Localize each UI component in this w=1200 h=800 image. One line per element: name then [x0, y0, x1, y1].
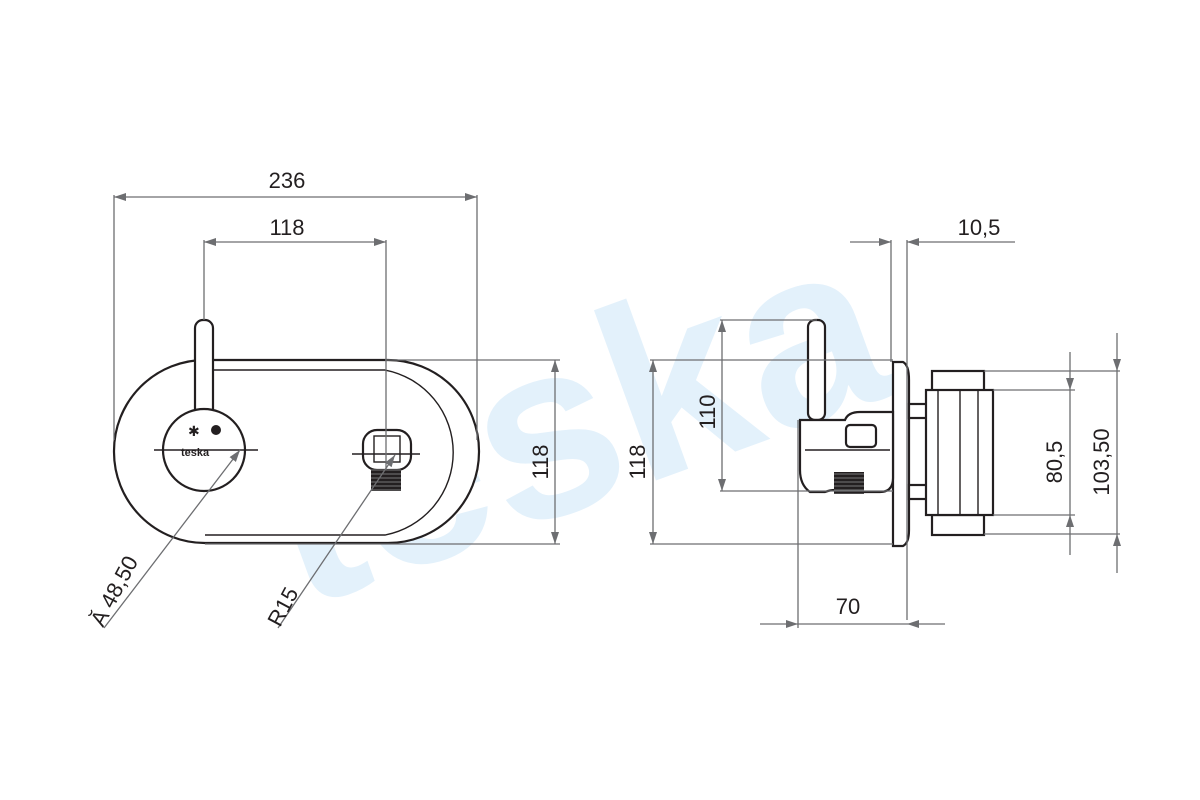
front-plate-logo: teska [181, 447, 210, 459]
dim-overall-width: 236 [269, 168, 306, 193]
side-view: 10,5 118 110 70 80,5 103,50 [625, 215, 1121, 628]
dim-depth: 70 [836, 594, 860, 619]
dim-axis-distance: 118 [269, 215, 304, 240]
front-view: ✱ teska 236 118 118 Ă 48,50 R15 [85, 168, 560, 630]
side-box-top-cap [930, 369, 986, 393]
side-lever [806, 318, 827, 422]
side-box-bottom-cap [930, 513, 986, 537]
dim-plate-thickness: 10,5 [958, 215, 1001, 240]
dim-side-height: 118 [625, 444, 650, 479]
front-handle-lever [193, 318, 215, 422]
side-valve-cap [844, 423, 878, 449]
front-outlet-thread [371, 469, 401, 491]
side-bolt-bottom [907, 483, 929, 501]
front-plate-inner-edge [205, 369, 454, 536]
side-bolt-top [907, 402, 929, 420]
dim-diameter: Ă 48,50 [85, 552, 143, 631]
leader-diameter [103, 449, 241, 629]
hot-symbol [211, 425, 221, 435]
side-outlet-thread [834, 472, 864, 494]
leader-radius [277, 454, 396, 629]
dim-front-height: 118 [528, 444, 553, 479]
side-plate [891, 360, 911, 548]
cold-symbol: ✱ [188, 423, 200, 439]
dim-body-outer: 103,50 [1089, 428, 1114, 495]
dim-body-inner: 80,5 [1042, 441, 1067, 484]
dim-lever-height: 110 [695, 394, 720, 429]
